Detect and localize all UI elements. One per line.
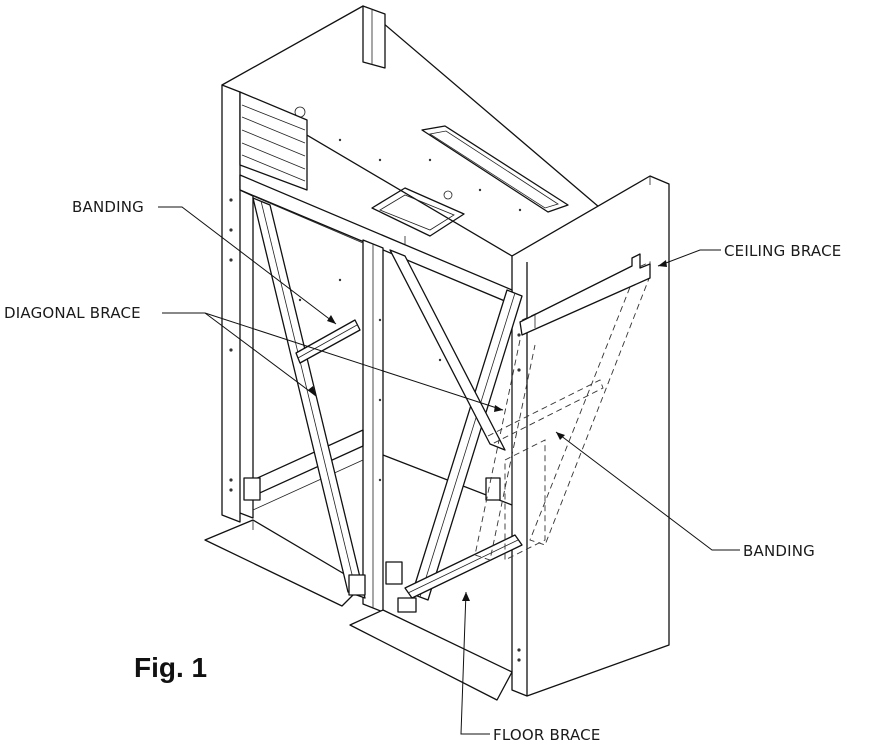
brace-block: [397, 597, 417, 613]
brace-block: [485, 477, 501, 501]
right-side-panel: [511, 175, 670, 697]
banding-left: [295, 319, 361, 364]
diagonal-brace-right: [411, 289, 523, 601]
louver-panel: [239, 91, 308, 191]
rear-top-wall: [362, 5, 386, 69]
brace-block: [243, 477, 261, 501]
label-ceiling-brace: CEILING BRACE: [724, 242, 841, 260]
ceiling-brace: [519, 253, 651, 336]
right-floor-ramp: [349, 609, 513, 701]
leader-lines: [158, 206, 740, 735]
label-floor-brace: FLOOR BRACE: [493, 726, 601, 744]
brace-block: [348, 574, 366, 596]
label-banding-top: BANDING: [72, 198, 144, 216]
floor-brace: [404, 534, 523, 599]
brace-block: [385, 561, 403, 585]
top-fastener: [443, 190, 453, 200]
cabinet-drawing: [204, 5, 670, 701]
diagonal-brace-left: [252, 197, 366, 599]
arrowheads: [308, 260, 667, 601]
label-diagonal-brace: DIAGONAL BRACE: [4, 304, 141, 322]
left-post: [221, 84, 241, 523]
figure-caption: Fig. 1: [134, 652, 207, 683]
label-banding-right: BANDING: [743, 542, 815, 560]
top-vent-slot: [421, 125, 569, 213]
diagonal-brace-center: [389, 249, 506, 451]
